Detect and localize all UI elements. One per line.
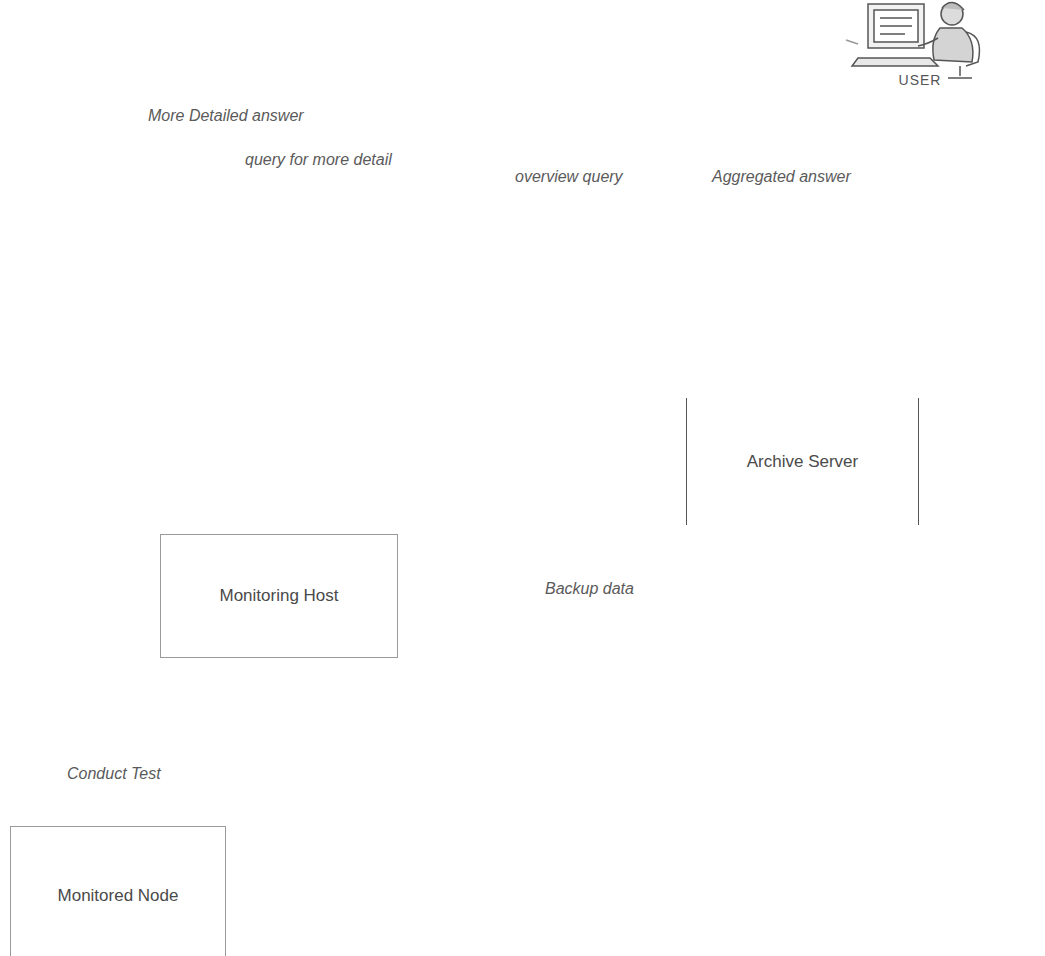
- process-box: Monitoring Host: [160, 534, 398, 658]
- flow-label: overview query: [515, 168, 623, 186]
- node-label: Monitoring Host: [219, 586, 338, 606]
- flow-label: Aggregated answer: [712, 168, 851, 186]
- archive-store: Archive Server: [686, 398, 919, 525]
- flow-label: More Detailed answer: [148, 107, 304, 125]
- user-actor: USER: [850, 0, 990, 88]
- process-box: Monitored Node: [10, 826, 226, 956]
- flow-label: query for more detail: [245, 151, 392, 169]
- node-label: Archive Server: [747, 452, 858, 472]
- flow-label: Backup data: [545, 580, 634, 598]
- actor-label: USER: [850, 72, 990, 88]
- user-icon: [846, 2, 980, 78]
- flow-label: Conduct Test: [67, 765, 161, 783]
- node-label: Monitored Node: [58, 886, 179, 906]
